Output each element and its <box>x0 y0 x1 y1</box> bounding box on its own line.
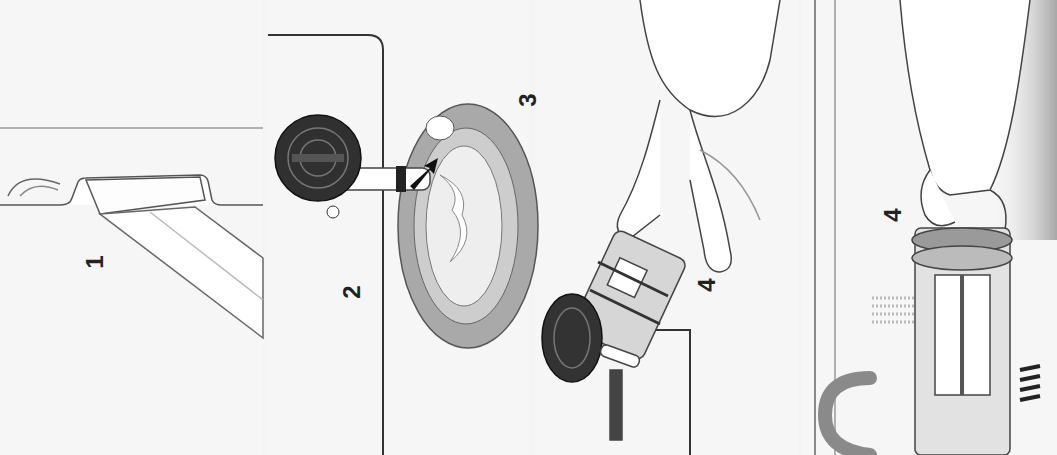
drawing-part <box>1020 396 1040 400</box>
drawing-part <box>8 179 60 196</box>
drawing-part <box>617 100 660 240</box>
drawing-part <box>690 110 731 272</box>
drawing-part <box>542 294 602 382</box>
drain-hose-illustration <box>268 35 538 455</box>
drawing-part <box>268 35 383 455</box>
drawing-part <box>1020 376 1040 380</box>
drawing-part <box>554 308 590 368</box>
drawing-part <box>912 246 1012 270</box>
drawing-part <box>0 0 263 455</box>
plinth-flap-illustration <box>0 128 263 338</box>
drawing-part <box>825 378 870 455</box>
drawing-part <box>935 275 990 395</box>
drawing-part <box>803 0 1057 455</box>
drawing-part <box>960 275 964 395</box>
drawing-part <box>20 186 58 196</box>
drawing-part <box>100 207 263 338</box>
filter-cleaning-illustration <box>815 0 1040 455</box>
callout-number: 1 <box>83 255 107 268</box>
callout-number: 4 <box>695 278 719 291</box>
drawing-part <box>921 170 955 226</box>
drawing-part <box>396 166 406 192</box>
drawing-part <box>0 127 263 129</box>
drawing-part <box>414 128 518 324</box>
drawing-part <box>426 146 502 306</box>
filter-removal-illustration <box>542 0 780 455</box>
drawing-part <box>1020 386 1040 390</box>
drawing-part <box>398 104 538 348</box>
drawing-part <box>1020 366 1040 400</box>
drawing-part <box>700 150 760 220</box>
drawing-part <box>150 212 263 300</box>
drawing-part <box>426 116 454 140</box>
drawing-part <box>990 190 1006 230</box>
drawing-part <box>440 175 467 262</box>
callout-number: 2 <box>340 285 364 298</box>
drawing-part <box>610 370 622 440</box>
drawing-part <box>275 115 361 201</box>
drawing-part <box>640 0 780 116</box>
drawing-part <box>590 290 660 324</box>
drawing-part <box>1020 366 1040 370</box>
callout-number: 3 <box>516 93 540 106</box>
drawing-part <box>410 158 438 190</box>
drawing-part <box>814 0 816 455</box>
drawing-part <box>327 206 339 218</box>
drawing-part <box>535 0 798 455</box>
callout-number: 4 <box>881 208 905 221</box>
drawing-part <box>288 128 348 188</box>
drawing-part <box>900 0 1030 195</box>
drawing-part <box>292 154 344 162</box>
drawing-part <box>598 262 668 296</box>
drawing-part <box>599 344 641 369</box>
